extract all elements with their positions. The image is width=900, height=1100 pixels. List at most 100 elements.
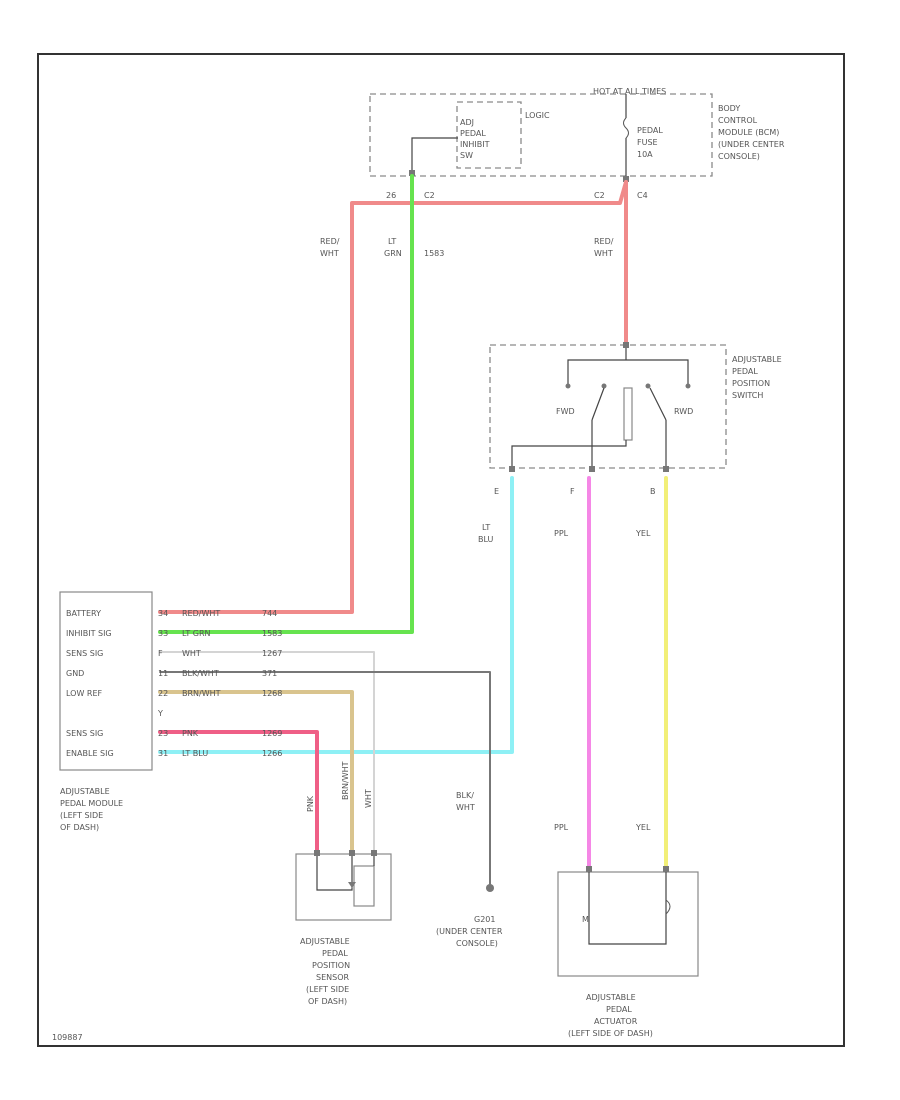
sensor-resistor-track (316, 856, 353, 891)
bcm-inhibit-terminal (409, 170, 415, 176)
wire-lt-blu-enable (158, 476, 514, 754)
module-row-wire: BLK/WHT (182, 669, 219, 678)
body-control-module: HOT AT ALL TIMES BODY CONTROL MODULE (BC… (369, 87, 785, 200)
switch-fwd-label: FWD (556, 407, 575, 416)
figure-id: 109887 (52, 1033, 83, 1042)
bcm-fuse-terminal (623, 176, 629, 182)
switch-name-line-2: PEDAL (732, 367, 758, 376)
sensor-caption-1: ADJUSTABLE (300, 937, 350, 946)
module-caption-1: ADJUSTABLE (60, 787, 110, 796)
bcm-pin-left-1: 26 (386, 191, 396, 200)
wire-red-wht-battery (158, 180, 628, 614)
switch-pin-e: E (494, 487, 499, 496)
module-caption-4: OF DASH) (60, 823, 99, 832)
bcm-pin-right-1: C2 (594, 191, 605, 200)
module-row-label: ENABLE SIG (66, 749, 114, 758)
module-row-pin: 33 (158, 629, 168, 638)
switch-rwd-label: RWD (674, 407, 693, 416)
bcm-name-line-2: CONTROL (718, 116, 758, 125)
wire-pnk-sensor (158, 730, 319, 852)
actuator-caption-2: PEDAL (606, 1005, 632, 1014)
ground-caption-2: (UNDER CENTER (436, 927, 503, 936)
switch-blade-left (591, 387, 605, 421)
sensor-wiper-arrow (348, 882, 356, 888)
module-row-label: INHIBIT SIG (66, 629, 112, 638)
switch-pin-b: B (650, 487, 656, 496)
switch-contact-2 (601, 383, 607, 389)
switch-name-line-3: POSITION (732, 379, 770, 388)
label-ground-a: BLK/ (456, 791, 474, 800)
module-row-circuit: 371 (262, 669, 277, 678)
switch-contact-1 (565, 383, 571, 389)
label-ppl-upper: PPL (554, 529, 569, 538)
bcm-fuse-line-1: PEDAL (637, 126, 663, 135)
label-sensor-brn: BRN/WHT (341, 761, 350, 800)
module-box (59, 591, 153, 771)
bcm-outline (369, 93, 713, 177)
diagram-frame (37, 53, 845, 1047)
label-lt-grn-1a: LT (388, 237, 396, 246)
label-red-wht-2a: RED/ (594, 237, 614, 246)
adjustable-pedal-position-switch: FWD RWD ADJUSTABLE PEDAL POSITION SWITCH… (489, 342, 782, 496)
switch-name-line-1: ADJUSTABLE (732, 355, 782, 364)
module-row-circuit: 1266 (262, 749, 282, 758)
actuator-caption-3: ACTUATOR (594, 1017, 638, 1026)
switch-blade-right (649, 387, 667, 421)
bcm-inhibit-line-3: INHIBIT (460, 140, 490, 149)
module-row-circuit: 1583 (262, 629, 282, 638)
label-lt-blu-a: LT (482, 523, 490, 532)
sensor-wiper-block (353, 865, 375, 907)
bcm-inhibit-line-2: PEDAL (460, 129, 486, 138)
module-row-pin: F (158, 649, 163, 658)
sensor-caption-4: SENSOR (316, 973, 349, 982)
ground-caption-1: G201 (474, 915, 495, 924)
bcm-name-line-4: (UNDER CENTER (718, 140, 785, 149)
module-row-label: SENS SIG (66, 729, 103, 738)
switch-pin-f: F (570, 487, 575, 496)
label-yel-lower: YEL (635, 823, 651, 832)
switch-contact-4 (685, 383, 691, 389)
label-lt-grn-1b: GRN (384, 249, 402, 258)
module-row-label: SENS SIG (66, 649, 103, 658)
switch-actuator-bar (623, 387, 633, 441)
switch-terminal-b (663, 466, 669, 472)
switch-name-line-4: SWITCH (732, 391, 763, 400)
actuator-box (557, 871, 699, 977)
module-row-pin: 22 (158, 689, 168, 698)
adjustable-pedal-position-sensor: ADJUSTABLE PEDAL POSITION SENSOR (LEFT S… (295, 850, 392, 1006)
module-row-wire: WHT (182, 649, 201, 658)
bcm-name-line-3: MODULE (BCM) (718, 128, 779, 137)
actuator-internal-loop (588, 872, 667, 945)
sensor-terminal-wht (371, 850, 377, 856)
wire-brn-wht-sensor (158, 690, 354, 852)
sensor-caption-2: PEDAL (322, 949, 348, 958)
module-row-wire: BRN/WHT (182, 689, 221, 698)
sensor-caption-5: (LEFT SIDE (306, 985, 349, 994)
module-row-wire: LT GRN (182, 629, 211, 638)
module-row-pin: 31 (158, 749, 168, 758)
switch-contact-3 (645, 383, 651, 389)
sensor-terminal-brn (349, 850, 355, 856)
sensor-terminal-pnk (314, 850, 320, 856)
label-red-wht-1b: WHT (320, 249, 339, 258)
bcm-name-line-1: BODY (718, 104, 740, 113)
module-row-label: BATTERY (66, 609, 101, 618)
module-row-circuit: 1267 (262, 649, 282, 658)
actuator-motor-symbol: M (582, 915, 589, 924)
label-ppl-lower: PPL (554, 823, 569, 832)
wire-lt-grn-inhibit (158, 174, 414, 634)
label-lt-blu-b: BLU (478, 535, 494, 544)
bcm-pin-right-2: C4 (637, 191, 648, 200)
label-sensor-pnk: PNK (306, 795, 315, 812)
module-row-wire: PNK (182, 729, 199, 738)
ground-g201: G201 (UNDER CENTER CONSOLE) (436, 884, 503, 948)
wire-wht-sensor (159, 651, 375, 851)
bcm-inhibit-line-4: SW (460, 151, 473, 160)
switch-terminal-f (589, 466, 595, 472)
sensor-box (295, 853, 392, 921)
module-row-wire: LT BLU (182, 749, 208, 758)
sensor-caption-3: POSITION (312, 961, 350, 970)
